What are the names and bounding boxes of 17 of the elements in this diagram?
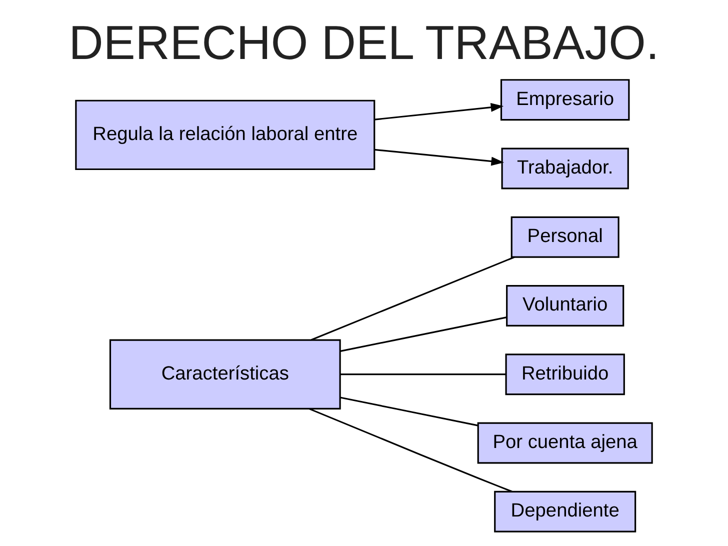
connector	[308, 408, 512, 492]
node-box: Retribuido	[505, 354, 625, 396]
connector	[310, 256, 515, 341]
node-box: Características	[109, 339, 341, 410]
node-box: Empresario	[500, 79, 630, 121]
connector	[340, 374, 506, 376]
arrow	[374, 148, 504, 166]
arrow	[374, 102, 504, 120]
node-box: Dependiente	[494, 490, 636, 532]
node-box: Trabajador.	[501, 148, 629, 190]
connector	[340, 396, 478, 426]
node-box: Personal	[510, 216, 620, 258]
connector	[340, 316, 507, 352]
diagram-title: DERECHO DEL TRABAJO.	[68, 17, 660, 70]
node-box: Regula la relación laboral entre	[75, 100, 376, 170]
node-box: Por cuenta ajena	[477, 422, 653, 464]
node-box: Voluntario	[506, 284, 624, 326]
